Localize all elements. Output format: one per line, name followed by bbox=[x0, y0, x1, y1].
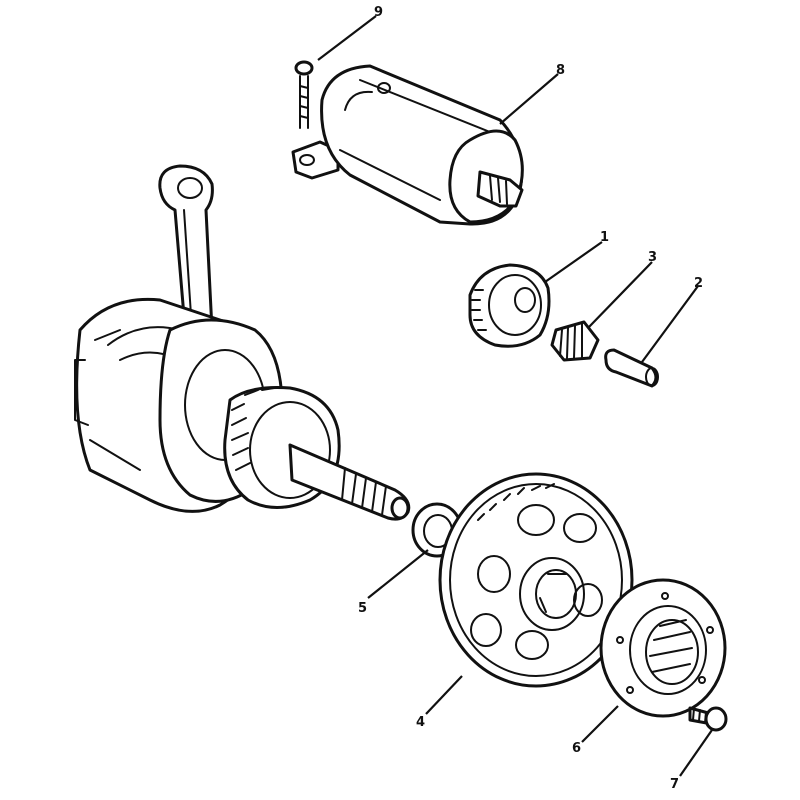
callout-3: 3 bbox=[648, 250, 657, 265]
one-way-clutch bbox=[599, 578, 727, 718]
starter-driven-gear bbox=[438, 472, 634, 688]
callout-8: 8 bbox=[556, 63, 565, 78]
idler-gear bbox=[468, 263, 551, 348]
callout-1: 1 bbox=[600, 230, 609, 245]
shaft-pin bbox=[604, 348, 659, 388]
crankshaft-assembly bbox=[74, 164, 411, 521]
needle-bearing bbox=[550, 320, 600, 362]
callout-4: 4 bbox=[416, 715, 425, 730]
starter-motor bbox=[291, 60, 524, 226]
leader-lines bbox=[317, 15, 713, 777]
bolt bbox=[688, 706, 728, 732]
callout-5: 5 bbox=[358, 601, 367, 616]
callout-6: 6 bbox=[572, 741, 581, 756]
callout-9: 9 bbox=[374, 5, 383, 20]
callout-2: 2 bbox=[694, 276, 703, 291]
callout-labels: 9 8 1 3 2 5 4 6 7 bbox=[358, 5, 703, 792]
callout-7: 7 bbox=[670, 777, 679, 792]
